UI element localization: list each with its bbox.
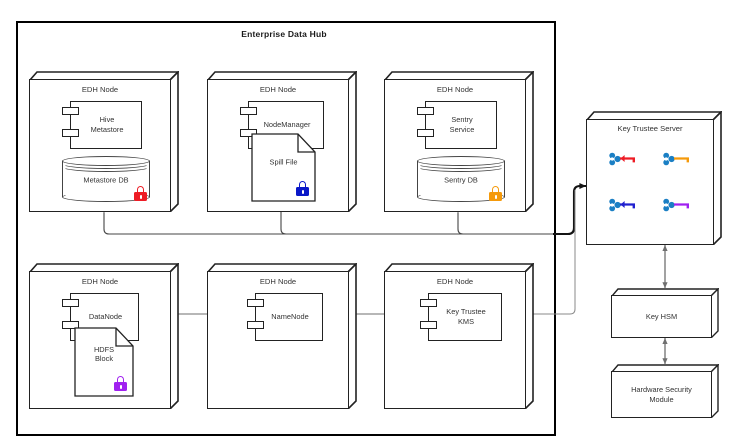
- key-hsm-label: Key HSM: [645, 311, 678, 321]
- edh-node-label: EDH Node: [436, 277, 474, 286]
- file-spill-file: Spill File: [251, 133, 316, 202]
- edh-node-label: EDH Node: [436, 85, 474, 94]
- edh-node-label: EDH Node: [259, 277, 297, 286]
- edh-node-label: EDH Node: [81, 85, 119, 94]
- component-tab-upper: [247, 299, 264, 307]
- component-tab-upper: [420, 299, 437, 307]
- key-trustee-server-label: Key Trustee Server: [617, 124, 683, 133]
- component-tab-lower: [62, 129, 79, 137]
- key-icon-blue: [608, 198, 638, 212]
- key-icon-red: [608, 152, 638, 166]
- component-tab-lower: [420, 321, 437, 329]
- component-label: NodeManager: [263, 120, 311, 130]
- key-icon-purple: [662, 198, 692, 212]
- lock-icon-red: [134, 186, 147, 201]
- key-trustee-server: Key Trustee Server: [586, 111, 722, 245]
- edh-node-namenode: EDH Node NameNode: [207, 263, 357, 409]
- component-tab-lower: [62, 321, 79, 329]
- component-label: DataNode: [88, 312, 123, 322]
- lock-icon-purple: [114, 376, 127, 391]
- database-sentry-db: Sentry DB: [417, 156, 505, 202]
- component-tab-lower: [247, 321, 264, 329]
- database-label: Metastore DB: [83, 175, 129, 185]
- component-tab-upper: [62, 107, 79, 115]
- component-tab-upper: [62, 299, 79, 307]
- database-metastore-db: Metastore DB: [62, 156, 150, 202]
- component-tab-upper: [417, 107, 434, 115]
- edh-node-label: EDH Node: [81, 277, 119, 286]
- edh-node-nodemanager: EDH Node NodeManager Spill File: [207, 71, 357, 212]
- lock-icon-orange: [489, 186, 502, 201]
- component-tab-upper: [240, 107, 257, 115]
- enterprise-data-hub-title: Enterprise Data Hub: [241, 29, 327, 39]
- edh-node-label: EDH Node: [259, 85, 297, 94]
- database-label: Sentry DB: [444, 175, 478, 185]
- file-label: Spill File: [269, 157, 298, 167]
- component-tab-lower: [240, 129, 257, 137]
- key-hsm-box: Key HSM: [611, 288, 719, 338]
- component-namenode: NameNode: [247, 293, 323, 341]
- lock-icon-blue: [296, 181, 309, 196]
- component-tab-lower: [417, 129, 434, 137]
- key-icon-orange: [662, 152, 692, 166]
- enterprise-data-hub-boundary: [16, 21, 556, 436]
- component-label: NameNode: [271, 312, 309, 322]
